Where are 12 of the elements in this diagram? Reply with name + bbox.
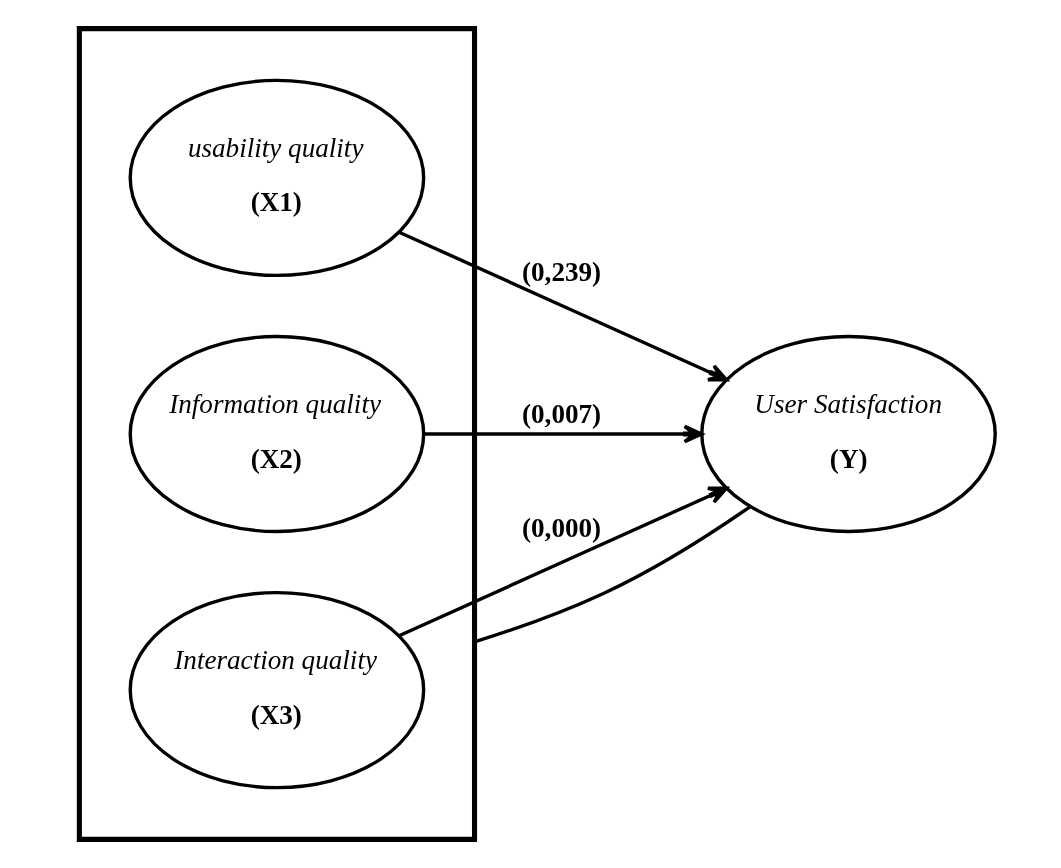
node-ellipse: Interaction quality (X3) — [128, 590, 426, 790]
edge-label: (0,007) — [522, 399, 602, 430]
arrow — [398, 486, 729, 638]
node-ellipse: User Satisfaction (Y) — [700, 334, 997, 534]
arrow — [398, 230, 729, 382]
node-ellipse: Information quality (X2) — [128, 334, 426, 534]
connector — [474, 505, 751, 644]
cluster — [76, 26, 478, 842]
edge-label: (0,000) — [522, 513, 602, 544]
node-ellipse: usability quality (X1) — [128, 78, 426, 278]
arrow — [424, 424, 704, 444]
edge-label: (0,239) — [522, 257, 602, 288]
